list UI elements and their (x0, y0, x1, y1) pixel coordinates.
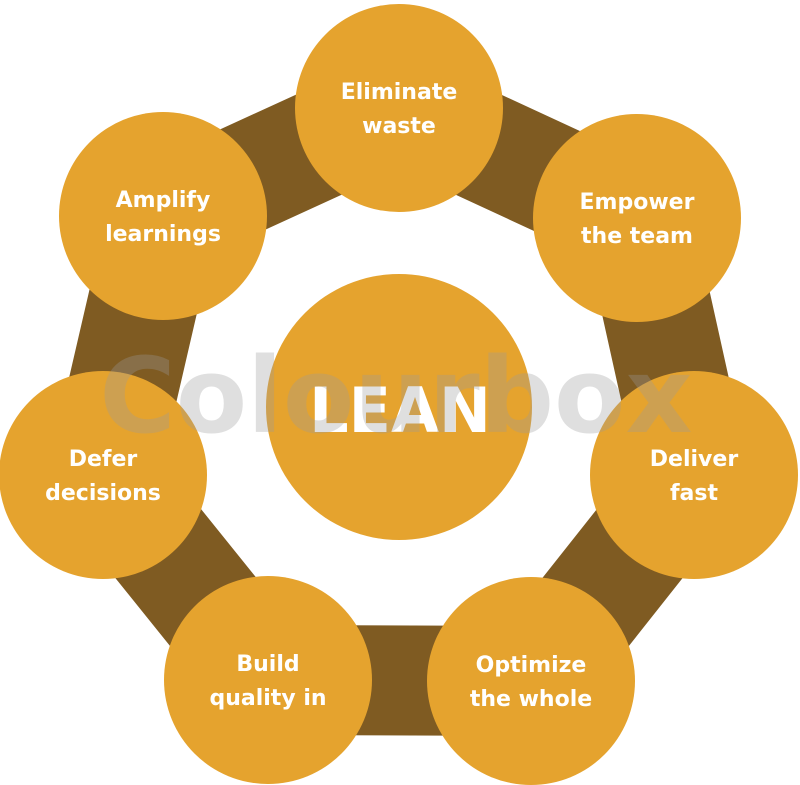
principle-node-label: decisions (45, 481, 161, 506)
principle-node: Build quality in (164, 576, 372, 784)
principle-node: Deliver fast (590, 371, 798, 579)
principle-node-label: fast (670, 481, 719, 506)
principle-node-label: Empower (580, 190, 695, 215)
center-hub: LEAN (266, 274, 532, 540)
center-circle (266, 274, 532, 540)
watermark: Colourbox (99, 335, 692, 457)
principle-node-label: Deliver (650, 447, 739, 472)
principle-node: Eliminate waste (295, 4, 503, 212)
principle-node-label: the team (581, 224, 693, 249)
principle-node-label: Build (236, 652, 299, 677)
principle-node: Amplify learnings (59, 112, 267, 320)
principle-node-circle (59, 112, 267, 320)
principle-node-circle (533, 114, 741, 322)
principle-node-circle (164, 576, 372, 784)
principle-node-circle (427, 577, 635, 785)
principle-node-label: waste (362, 114, 436, 139)
principle-node-label: the whole (470, 687, 592, 712)
principle-node: Empower the team (533, 114, 741, 322)
principle-node-label: Defer (69, 447, 138, 472)
center-label: LEAN (309, 374, 491, 447)
principle-node-label: quality in (209, 686, 326, 711)
principle-node-circle (590, 371, 798, 579)
principle-node-label: Amplify (116, 188, 211, 213)
principle-node-label: learnings (105, 222, 221, 247)
principle-node-circle (295, 4, 503, 212)
principle-node-label: Optimize (476, 653, 587, 678)
principle-node: Optimize the whole (427, 577, 635, 785)
principle-node: Defer decisions (0, 371, 207, 579)
principle-node-label: Eliminate (341, 80, 458, 105)
principle-node-circle (0, 371, 207, 579)
